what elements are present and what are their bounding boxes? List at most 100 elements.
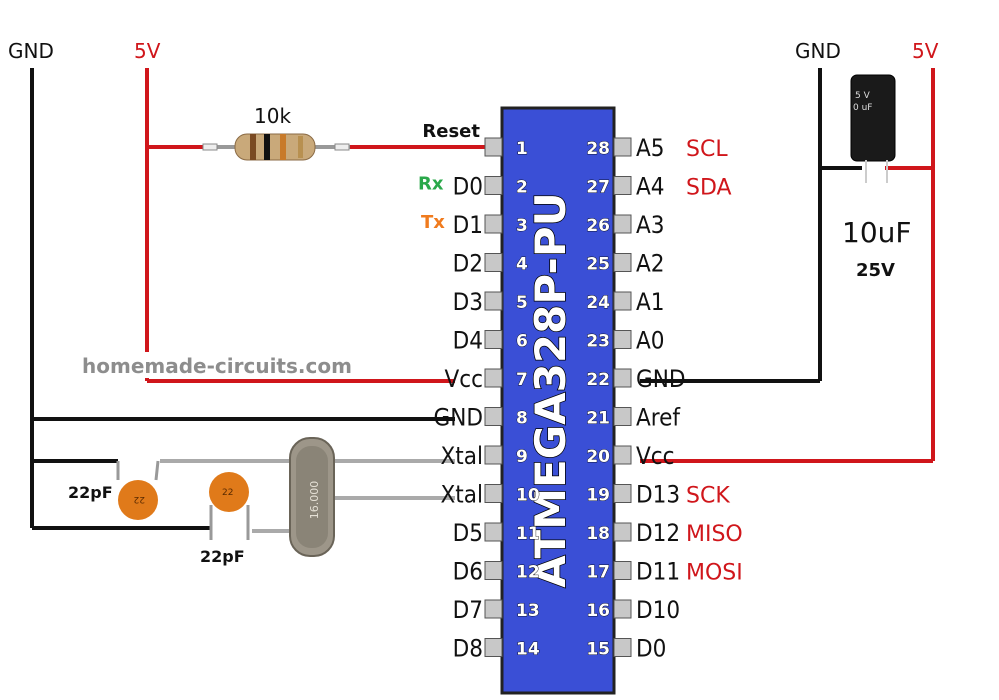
pin-label: A5 [636,134,665,162]
pin-pad [613,484,632,503]
pin-label: Xtal [441,481,483,509]
pin-number: 12 [516,563,540,583]
pin-label: D7 [453,596,483,624]
pin-25: 25 A2 [586,250,665,278]
cap1-value: 22pF [68,483,113,502]
pin-1: 1 Reset [422,121,528,159]
pin-label: D0 [636,635,666,663]
pin-6: 6D4 [453,327,529,355]
pin-function-rx: Rx [418,174,444,195]
pin-7: 7 Vcc [444,365,528,393]
pin-label: D3 [453,288,483,316]
pin-number: 15 [586,640,610,660]
electrolytic-voltage: 25V [856,260,895,281]
pin-number: 25 [586,255,610,275]
pin-label: GND [636,365,686,393]
pin-pad [484,484,503,503]
pin-label: D0 [453,173,483,201]
pin-pad [484,214,503,234]
pin-label: D11 [636,558,680,586]
right-gnd-label: GND [795,39,841,63]
cap1-marking: 22 [134,494,145,504]
electrolytic-capacitor: 5 V 0 uF [850,74,896,183]
pin-label: A2 [636,250,665,278]
pin-label: GND [433,404,483,432]
pin-number: 28 [586,139,610,159]
left-5v-rail [145,68,490,383]
pin-28: 28 A5 SCL [586,134,728,162]
pin-number: 7 [516,370,528,390]
pin-number: 11 [516,524,540,544]
pin-label: Reset [422,121,480,142]
electrolytic-marking-2: 0 uF [853,103,872,113]
pin-pad [613,253,632,272]
pin-5: 5 D3 [453,288,529,316]
pin-number: 5 [516,293,528,313]
pin-pad [484,176,503,195]
cap2-value: 22pF [200,547,245,566]
chip-name: ATMEGA328P-PU [526,192,575,587]
crystal-oscillator: 16.000 [289,437,335,557]
pin-label: A4 [636,173,665,201]
pin-function-scl: SCL [686,137,728,162]
right-5v-rail [640,68,935,463]
pin-pad [613,291,632,311]
watermark: homemade-circuits.com [82,354,352,378]
electrolytic-marking-1: 5 V [855,91,871,101]
pin-number: 2 [516,178,528,198]
pin-number: 23 [586,332,610,352]
pin-number: 10 [516,486,540,506]
right-gnd-rail [640,68,862,383]
ceramic-capacitor-1: 22 [116,460,160,520]
pin-15: 15 D0 [586,635,666,663]
pin-4: 4D2 [453,250,529,278]
pin-24: 24 A1 [586,288,665,316]
pin-number: 18 [586,524,610,544]
pin-function-sck: SCK [686,484,730,509]
crystal-marking: 16.000 [308,481,321,520]
pin-pad [484,407,503,426]
resistor-value: 10k [254,104,291,128]
pin-label: D1 [453,211,483,239]
pin-pad [484,522,503,542]
pin-number: 22 [586,370,610,390]
chip-body [500,106,616,695]
pin-pad [613,599,632,619]
pin-number: 1 [516,139,528,159]
pin-pad [484,137,503,157]
pin-number: 21 [586,409,610,429]
pin-label: Vcc [444,365,483,393]
pin-label: A1 [636,288,665,316]
pin-pad [484,368,503,388]
pin-function-mosi: MOSI [686,561,743,586]
pin-number: 6 [516,332,528,352]
pin-function-sda: SDA [686,176,732,201]
pin-label: Vcc [636,442,675,470]
pin-pad [613,638,632,657]
pin-pad [613,407,632,426]
pin-pad [613,137,632,157]
pin-number: 4 [516,255,528,275]
pin-number: 19 [586,486,610,506]
pin-pad [613,368,632,388]
pin-label: A0 [636,327,665,355]
pin-10: 10 Xtal [441,481,541,509]
pin-label: Xtal [441,442,483,470]
pin-label: D12 [636,519,680,547]
pin-number: 16 [586,601,610,621]
cap2-marking: 22 [222,488,233,498]
pin-pad [484,561,503,580]
pin-pad [613,445,632,465]
pin-number: 24 [586,293,610,313]
pin-pad [484,599,503,619]
left-gnd-label: GND [8,39,54,63]
